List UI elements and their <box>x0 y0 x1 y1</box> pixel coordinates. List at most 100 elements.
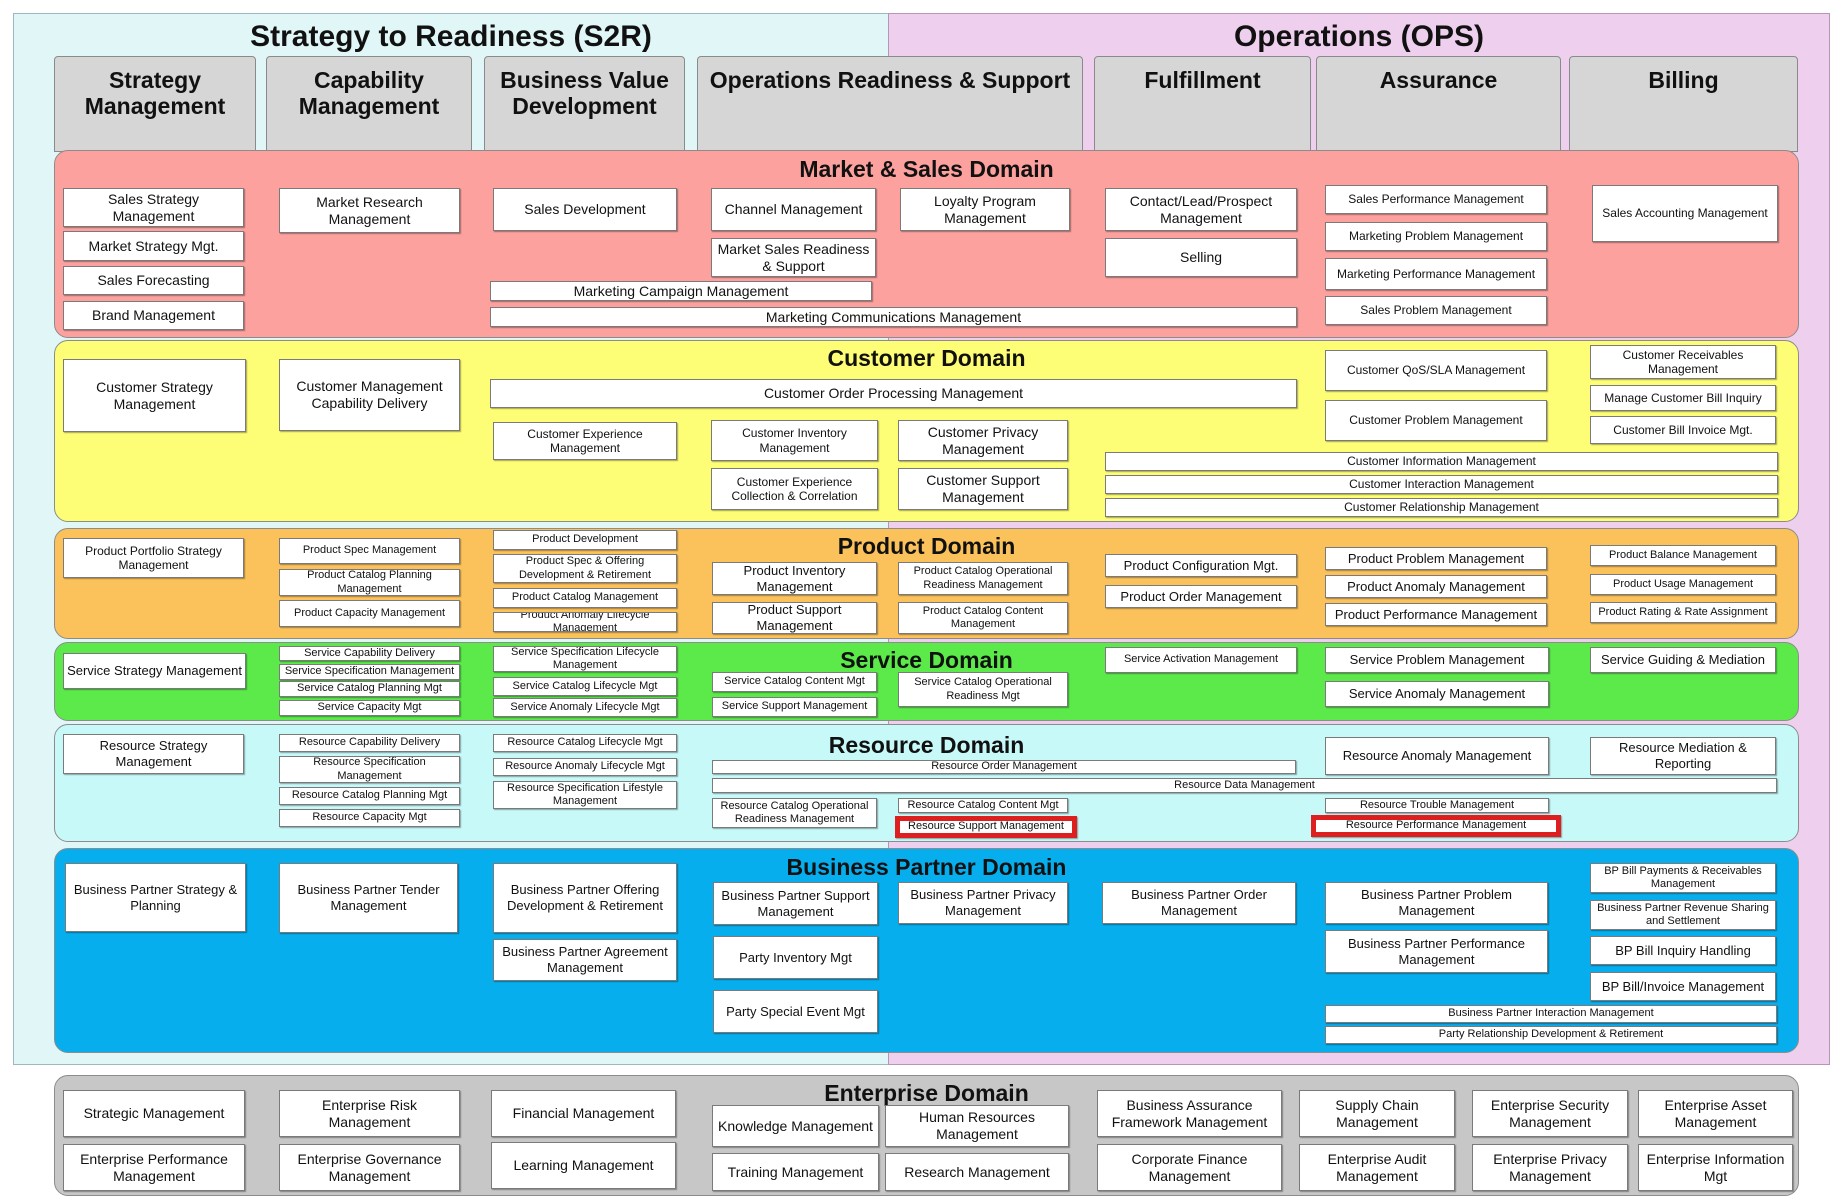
capability-business-partner-tender-management: Business Partner Tender Management <box>279 863 458 933</box>
capability-business-partner-order-management: Business Partner Order Management <box>1102 882 1296 924</box>
column-header-fulfillment: Fulfillment <box>1094 56 1311 152</box>
capability-product-spec-management: Product Spec Management <box>279 538 460 564</box>
capability-selling: Selling <box>1105 238 1297 277</box>
capability-service-specification-lifecycle-management: Service Specification Lifecycle Manageme… <box>493 646 677 672</box>
capability-product-rating-and-rate-assignment: Product Rating & Rate Assignment <box>1590 602 1776 623</box>
capability-sales-strategy-management: Sales Strategy Management <box>63 188 244 227</box>
capability-marketing-communications-management: Marketing Communications Management <box>490 307 1297 327</box>
capability-service-strategy-management: Service Strategy Management <box>63 653 246 689</box>
capability-enterprise-information-mgt: Enterprise Information Mgt <box>1638 1144 1793 1191</box>
s2r-header-title: Strategy to Readiness (S2R) <box>250 20 652 53</box>
capability-learning-management: Learning Management <box>491 1142 676 1189</box>
domain-title-enterprise-domain: Enterprise Domain <box>824 1079 1029 1106</box>
capability-service-anomaly-management: Service Anomaly Management <box>1325 681 1549 707</box>
capability-business-partner-problem-management: Business Partner Problem Management <box>1325 882 1548 924</box>
capability-resource-specification-management: Resource Specification Management <box>279 756 460 783</box>
capability-service-specification-management: Service Specification Management <box>279 664 460 680</box>
ops-header-title: Operations (OPS) <box>1233 20 1485 53</box>
capability-market-strategy-mgt: Market Strategy Mgt. <box>63 231 244 261</box>
capability-product-anomaly-lifecycle-management: Product Anomaly Lifecycle Management <box>493 612 677 632</box>
capability-service-anomaly-lifecycle-mgt: Service Anomaly Lifecycle Mgt <box>493 698 677 717</box>
capability-party-inventory-mgt: Party Inventory Mgt <box>713 936 878 979</box>
capability-resource-catalog-planning-mgt: Resource Catalog Planning Mgt <box>279 787 460 805</box>
capability-product-portfolio-strategy-management: Product Portfolio Strategy Management <box>63 538 244 578</box>
capability-product-catalog-operational-readiness-management: Product Catalog Operational Readiness Ma… <box>898 562 1068 595</box>
capability-service-activation-management: Service Activation Management <box>1105 647 1297 673</box>
capability-customer-bill-invoice-mgt: Customer Bill Invoice Mgt. <box>1590 416 1776 444</box>
domain-title-customer-domain: Customer Domain <box>827 344 1026 371</box>
capability-sales-development: Sales Development <box>493 188 677 231</box>
capability-customer-qos-sla-management: Customer QoS/SLA Management <box>1325 350 1547 391</box>
capability-product-catalog-content-management: Product Catalog Content Management <box>898 602 1068 634</box>
capability-business-partner-interaction-management: Business Partner Interaction Management <box>1325 1005 1777 1023</box>
domain-title-business-partner-domain: Business Partner Domain <box>786 853 1067 880</box>
capability-resource-anomaly-lifecycle-mgt: Resource Anomaly Lifecycle Mgt <box>493 758 677 776</box>
capability-resource-trouble-management: Resource Trouble Management <box>1325 798 1549 813</box>
capability-product-spec-and-offering-development-and-retirement: Product Spec & Offering Development & Re… <box>493 554 677 583</box>
capability-research-management: Research Management <box>885 1153 1069 1191</box>
capability-enterprise-audit-management: Enterprise Audit Management <box>1299 1144 1455 1191</box>
capability-customer-experience-management: Customer Experience Management <box>493 422 677 460</box>
capability-service-support-management: Service Support Management <box>712 697 877 717</box>
capability-resource-catalog-lifecycle-mgt: Resource Catalog Lifecycle Mgt <box>493 734 677 752</box>
capability-supply-chain-management: Supply Chain Management <box>1299 1090 1455 1137</box>
capability-enterprise-governance-management: Enterprise Governance Management <box>279 1144 460 1191</box>
capability-product-configuration-mgt: Product Configuration Mgt. <box>1105 554 1297 577</box>
capability-product-order-management: Product Order Management <box>1105 585 1297 608</box>
capability-sales-problem-management: Sales Problem Management <box>1325 296 1547 325</box>
column-header-capability-management: Capability Management <box>266 56 472 152</box>
capability-brand-management: Brand Management <box>63 301 244 330</box>
capability-customer-problem-management: Customer Problem Management <box>1325 400 1547 441</box>
capability-service-problem-management: Service Problem Management <box>1325 647 1549 673</box>
capability-customer-management-capability-delivery: Customer Management Capability Delivery <box>279 359 460 431</box>
capability-sales-forecasting: Sales Forecasting <box>63 266 244 295</box>
capability-resource-capacity-mgt: Resource Capacity Mgt <box>279 809 460 827</box>
capability-resource-mediation-and-reporting: Resource Mediation & Reporting <box>1590 737 1776 775</box>
capability-party-relationship-development-and-retirement: Party Relationship Development & Retirem… <box>1325 1026 1777 1044</box>
capability-resource-specification-lifestyle-management: Resource Specification Lifestyle Managem… <box>493 781 677 809</box>
capability-resource-data-management: Resource Data Management <box>712 778 1777 793</box>
capability-resource-support-management: Resource Support Management <box>895 816 1077 838</box>
capability-marketing-campaign-management: Marketing Campaign Management <box>490 281 872 301</box>
column-header-assurance: Assurance <box>1316 56 1561 152</box>
domain-title-service-domain: Service Domain <box>840 646 1013 673</box>
capability-customer-order-processing-management: Customer Order Processing Management <box>490 379 1297 408</box>
capability-customer-privacy-management: Customer Privacy Management <box>898 420 1068 461</box>
capability-customer-relationship-management: Customer Relationship Management <box>1105 498 1778 517</box>
capability-business-partner-privacy-management: Business Partner Privacy Management <box>898 882 1068 924</box>
capability-business-partner-performance-management: Business Partner Performance Management <box>1325 930 1548 973</box>
capability-customer-strategy-management: Customer Strategy Management <box>63 359 246 432</box>
capability-enterprise-privacy-management: Enterprise Privacy Management <box>1472 1144 1628 1191</box>
capability-bp-bill-payments-and-receivables-management: BP Bill Payments & Receivables Managemen… <box>1590 863 1776 893</box>
capability-product-inventory-management: Product Inventory Management <box>712 562 877 595</box>
capability-resource-catalog-operational-readiness-management: Resource Catalog Operational Readiness M… <box>712 798 877 828</box>
capability-service-catalog-lifecycle-mgt: Service Catalog Lifecycle Mgt <box>493 677 677 696</box>
capability-product-catalog-management: Product Catalog Management <box>493 588 677 608</box>
capability-manage-customer-bill-inquiry: Manage Customer Bill Inquiry <box>1590 385 1776 411</box>
capability-channel-management: Channel Management <box>711 188 876 231</box>
capability-product-support-management: Product Support Management <box>712 602 877 634</box>
capability-business-partner-offering-development-and-retirement: Business Partner Offering Development & … <box>493 863 677 933</box>
capability-sales-performance-management: Sales Performance Management <box>1325 185 1547 214</box>
capability-product-problem-management: Product Problem Management <box>1325 547 1547 570</box>
capability-customer-receivables-management: Customer Receivables Management <box>1590 345 1776 379</box>
domain-title-resource-domain: Resource Domain <box>828 731 1025 758</box>
capability-resource-anomaly-management: Resource Anomaly Management <box>1325 737 1549 775</box>
capability-customer-interaction-management: Customer Interaction Management <box>1105 475 1778 494</box>
capability-service-capacity-mgt: Service Capacity Mgt <box>279 700 460 716</box>
capability-contact-lead-prospect-management: Contact/Lead/Prospect Management <box>1105 188 1297 231</box>
capability-resource-catalog-content-mgt: Resource Catalog Content Mgt <box>898 798 1068 813</box>
capability-strategic-management: Strategic Management <box>63 1090 245 1137</box>
capability-marketing-performance-management: Marketing Performance Management <box>1325 258 1547 290</box>
capability-service-catalog-content-mgt: Service Catalog Content Mgt <box>712 672 877 692</box>
capability-customer-inventory-management: Customer Inventory Management <box>711 420 878 461</box>
column-header-billing: Billing <box>1569 56 1798 152</box>
capability-business-partner-strategy-and-planning: Business Partner Strategy & Planning <box>65 863 246 932</box>
capability-enterprise-risk-management: Enterprise Risk Management <box>279 1090 460 1137</box>
column-header-business-value-development: Business Value Development <box>484 56 685 152</box>
capability-market-research-management: Market Research Management <box>279 188 460 233</box>
capability-corporate-finance-management: Corporate Finance Management <box>1097 1144 1282 1191</box>
capability-sales-accounting-management: Sales Accounting Management <box>1592 185 1778 242</box>
capability-market-sales-readiness-and-support: Market Sales Readiness & Support <box>711 238 876 277</box>
